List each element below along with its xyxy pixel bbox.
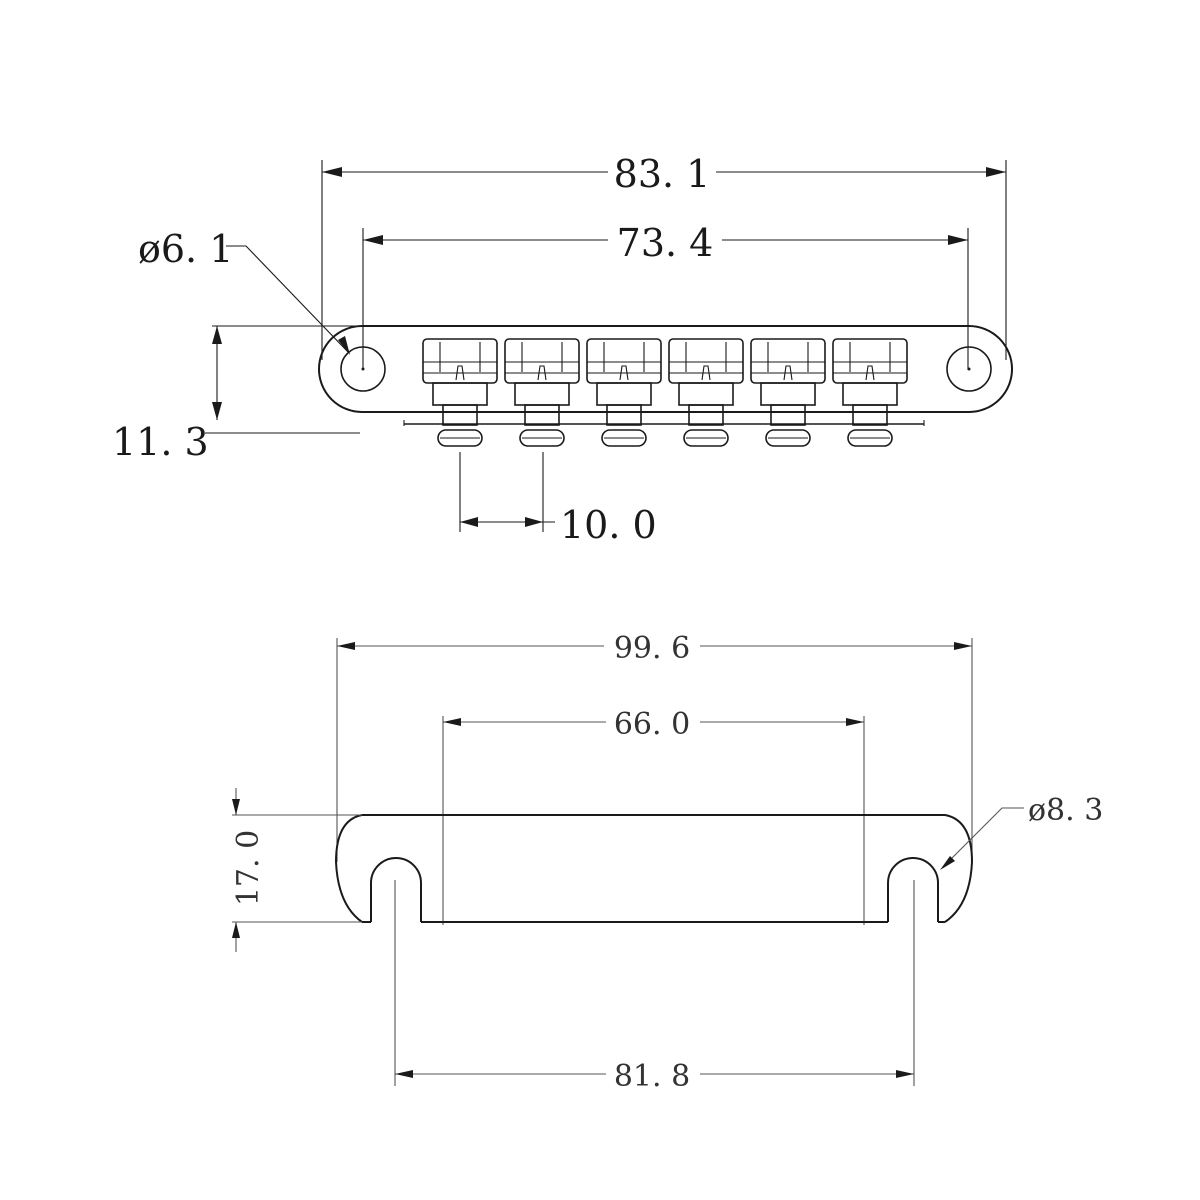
inner-width-label: 66. 0 (614, 707, 690, 742)
saddle (832, 338, 908, 447)
slot-diameter-callout: ø8. 3 (940, 793, 1103, 870)
left-post-hole (340, 346, 386, 392)
post-spacing-label: 73. 4 (617, 221, 714, 265)
saddle-spacing-dimension: 10. 0 (459, 452, 657, 547)
slot-spacing-dimension: 81. 8 (395, 1059, 914, 1094)
saddle (422, 338, 498, 447)
post-hole-diameter-label: ø6. 1 (138, 227, 233, 271)
post-hole-diameter-callout: ø6. 1 (138, 227, 350, 355)
saddle (750, 338, 826, 447)
inner-width-dimension: 66. 0 (443, 707, 864, 742)
tailpiece-height-label: 17. 0 (231, 830, 266, 906)
saddle (586, 338, 662, 447)
saddle (504, 338, 580, 447)
height-label: 11. 3 (112, 420, 209, 464)
right-post-hole (946, 346, 992, 392)
saddle-spacing-label: 10. 0 (560, 503, 657, 547)
tailpiece-width-dimension: 99. 6 (337, 631, 972, 666)
tailpiece-body (334, 814, 974, 923)
tailpiece-height-dimension: 17. 0 (231, 788, 362, 952)
overall-width-label: 83. 1 (614, 152, 711, 196)
post-spacing-dimension: 73. 4 (363, 221, 968, 265)
overall-width-dimension: 83. 1 (322, 152, 1006, 196)
left-slot (370, 857, 422, 922)
slot-spacing-label: 81. 8 (614, 1059, 690, 1094)
right-slot (887, 857, 939, 922)
top-view: 83. 1 73. 4 ø6. 1 (112, 152, 1013, 547)
saddles-group (422, 338, 908, 447)
bridge-body (318, 325, 1013, 426)
slot-diameter-label: ø8. 3 (1028, 793, 1103, 828)
saddle (668, 338, 744, 447)
tailpiece-width-label: 99. 6 (614, 631, 690, 666)
height-dimension: 11. 3 (112, 325, 362, 464)
bottom-view: 99. 6 66. 0 ø8. 3 (231, 631, 1103, 1094)
